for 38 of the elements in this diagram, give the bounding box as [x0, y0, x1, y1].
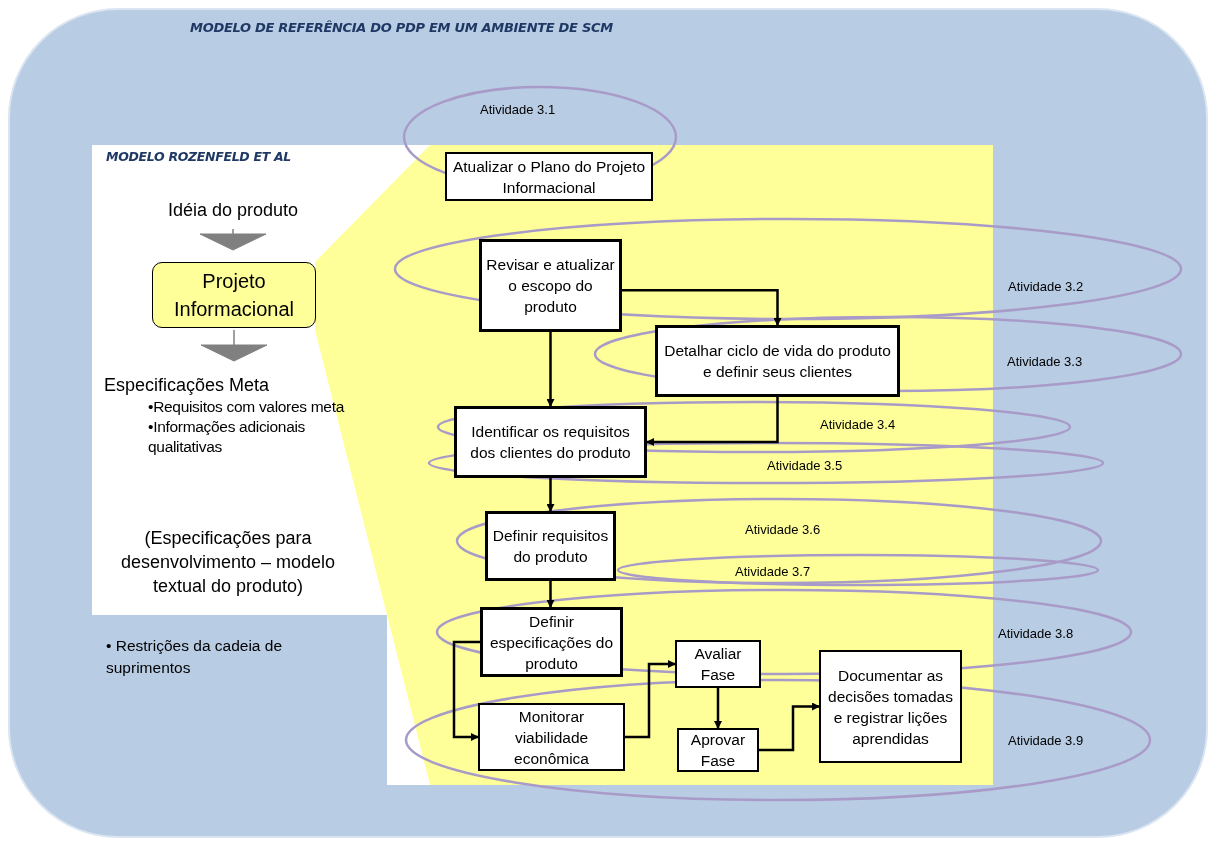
arrow — [646, 397, 779, 446]
arrow — [546, 581, 555, 608]
activity-label: Atividade 3.3 — [1007, 354, 1083, 370]
activity-label: Atividade 3.2 — [1008, 279, 1084, 295]
panel-title: MODELO ROZENFELD ET AL — [106, 149, 292, 164]
arrow — [625, 660, 676, 739]
activity-box: Documentar as decisões tomadas e registrar lições aprendidas — [819, 650, 962, 763]
arrow — [622, 288, 782, 326]
activity-label: Atividade 3.6 — [745, 522, 821, 538]
activity-box: Avaliar Fase — [675, 640, 761, 688]
activity-box: Identificar os requisitos dos clientes do produto — [454, 406, 647, 478]
phase-box: Projeto Informacional — [152, 262, 316, 328]
arrow — [546, 478, 555, 512]
activity-label: Atividade 3.8 — [998, 626, 1074, 642]
activity-box: Revisar e atualizar o escopo do produto — [479, 239, 622, 332]
bullet-item: •Informações adicionais qualitativas — [148, 417, 307, 457]
activity-box: Aprovar Fase — [677, 728, 759, 772]
activity-box: Detalhar ciclo de vida do produto e definir seus clientes — [655, 325, 900, 397]
bullet-item: •Requisitos com valores meta — [148, 397, 346, 417]
activity-label: Atividade 3.5 — [767, 458, 843, 474]
diagram-title: MODELO DE REFERÊNCIA DO PDP EM UM AMBIENTE DE SCM — [190, 20, 613, 35]
output-heading: Especificações Meta — [104, 374, 270, 397]
activity-label: Atividade 3.1 — [480, 102, 556, 118]
output-note: (Especificações para desenvolvimento – modelo textual do produto) — [119, 527, 337, 598]
activity-box: Definir requisitos do produto — [485, 511, 616, 581]
stage-text: Idéia do produto — [140, 193, 326, 227]
arrow — [452, 640, 480, 741]
activity-box: Atualizar o Plano do Projeto Informacional — [445, 152, 653, 201]
chevron-arrow — [200, 329, 268, 362]
activity-label: Atividade 3.9 — [1008, 733, 1084, 749]
arrow — [546, 332, 555, 407]
arrow — [714, 688, 722, 729]
chevron-arrow — [199, 228, 267, 251]
activity-label: Atividade 3.4 — [820, 417, 896, 433]
activity-box: Definir especificações do produto — [480, 607, 623, 677]
activity-label: Atividade 3.7 — [735, 564, 811, 580]
activity-box: Monitorar viabilidade econômica — [478, 703, 625, 771]
arrow — [759, 702, 820, 752]
